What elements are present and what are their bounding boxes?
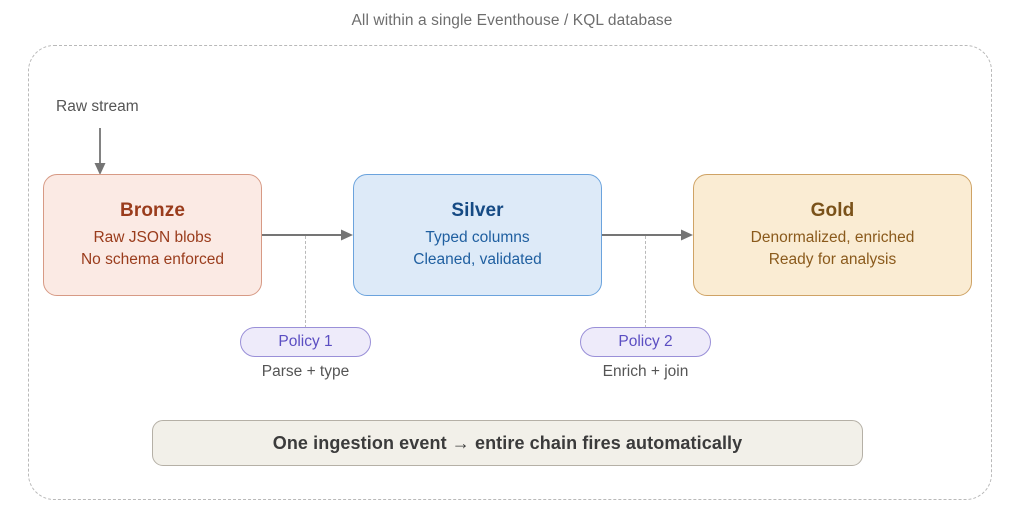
layer-title-gold: Gold (810, 200, 855, 222)
dashed-connector-policy-2 (645, 236, 646, 328)
dashed-connector-policy-1 (305, 236, 306, 328)
layer-title-bronze: Bronze (120, 200, 185, 222)
layer-detail-gold-2: Ready for analysis (768, 250, 897, 268)
layer-detail-silver-1: Typed columns (425, 229, 530, 247)
layer-detail-gold-1: Denormalized, enriched (750, 229, 915, 247)
layer-box-gold[interactable]: Gold Denormalized, enriched Ready for an… (693, 174, 972, 296)
raw-stream-label: Raw stream (56, 98, 139, 115)
layer-box-silver[interactable]: Silver Typed columns Cleaned, validated (353, 174, 602, 296)
layer-title-silver: Silver (451, 200, 504, 222)
diagram-caption: All within a single Eventhouse / KQL dat… (351, 12, 673, 29)
eventhouse-boundary (28, 45, 992, 500)
layer-detail-silver-2: Cleaned, validated (413, 250, 542, 268)
layer-detail-bronze-1: Raw JSON blobs (93, 229, 212, 247)
layer-box-bronze[interactable]: Bronze Raw JSON blobs No schema enforced (43, 174, 262, 296)
summary-banner: One ingestion event → entire chain fires… (152, 420, 863, 466)
arrow-right-icon-silver-to-gold (602, 227, 694, 243)
arrow-down-icon (88, 128, 112, 176)
policy-pill-2[interactable]: Policy 2 (580, 327, 711, 357)
policy-pill-1[interactable]: Policy 1 (240, 327, 371, 357)
policy-subtitle-1: Parse + type (261, 363, 350, 380)
layer-detail-bronze-2: No schema enforced (80, 250, 225, 268)
policy-subtitle-2: Enrich + join (602, 363, 689, 380)
arrow-right-icon-bronze-to-silver (262, 227, 354, 243)
